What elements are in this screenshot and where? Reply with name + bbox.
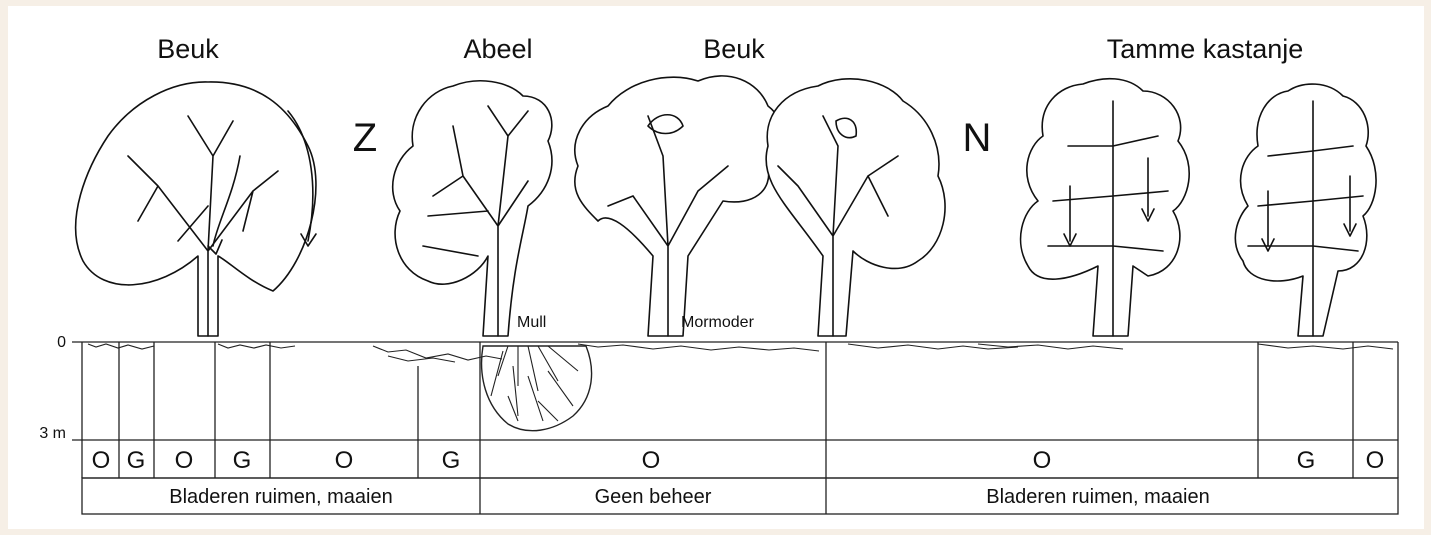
tree-beuk-middle	[575, 76, 945, 336]
zone-code: O	[335, 447, 354, 474]
zone-code: G	[442, 447, 461, 474]
tree-tamme-kastanje-1	[1021, 79, 1190, 336]
forest-management-diagram: Beuk Abeel Beuk Tamme kastanje Z N Mull …	[8, 6, 1424, 529]
management-left: Bladeren ruimen, maaien	[169, 486, 392, 508]
management-middle: Geen beheer	[595, 486, 712, 508]
tree-beuk-left	[76, 82, 316, 336]
tree-abeel	[393, 81, 552, 336]
humus-mull-label: Mull	[517, 314, 546, 331]
humus-mormoder-label: Mormoder	[681, 314, 755, 331]
direction-south: Z	[353, 116, 377, 160]
label-tamme-kastanje: Tamme kastanje	[1107, 34, 1304, 64]
depth-3m-label: 3 m	[39, 425, 66, 442]
depth-zero-label: 0	[57, 334, 66, 351]
zone-code: O	[1033, 447, 1052, 474]
label-abeel: Abeel	[463, 34, 532, 64]
label-beuk-left: Beuk	[157, 34, 219, 64]
zone-code: G	[127, 447, 146, 474]
zone-code: G	[1297, 447, 1316, 474]
zone-code: O	[642, 447, 661, 474]
litter-layer	[88, 344, 1393, 362]
diagram-canvas: Beuk Abeel Beuk Tamme kastanje Z N Mull …	[8, 6, 1424, 529]
zone-code: O	[92, 447, 111, 474]
management-right: Bladeren ruimen, maaien	[986, 486, 1209, 508]
label-beuk-middle: Beuk	[703, 34, 765, 64]
zone-code: O	[175, 447, 194, 474]
zone-code: O	[1366, 447, 1385, 474]
direction-north: N	[963, 116, 992, 160]
zone-code: G	[233, 447, 252, 474]
tree-tamme-kastanje-2	[1235, 84, 1376, 336]
